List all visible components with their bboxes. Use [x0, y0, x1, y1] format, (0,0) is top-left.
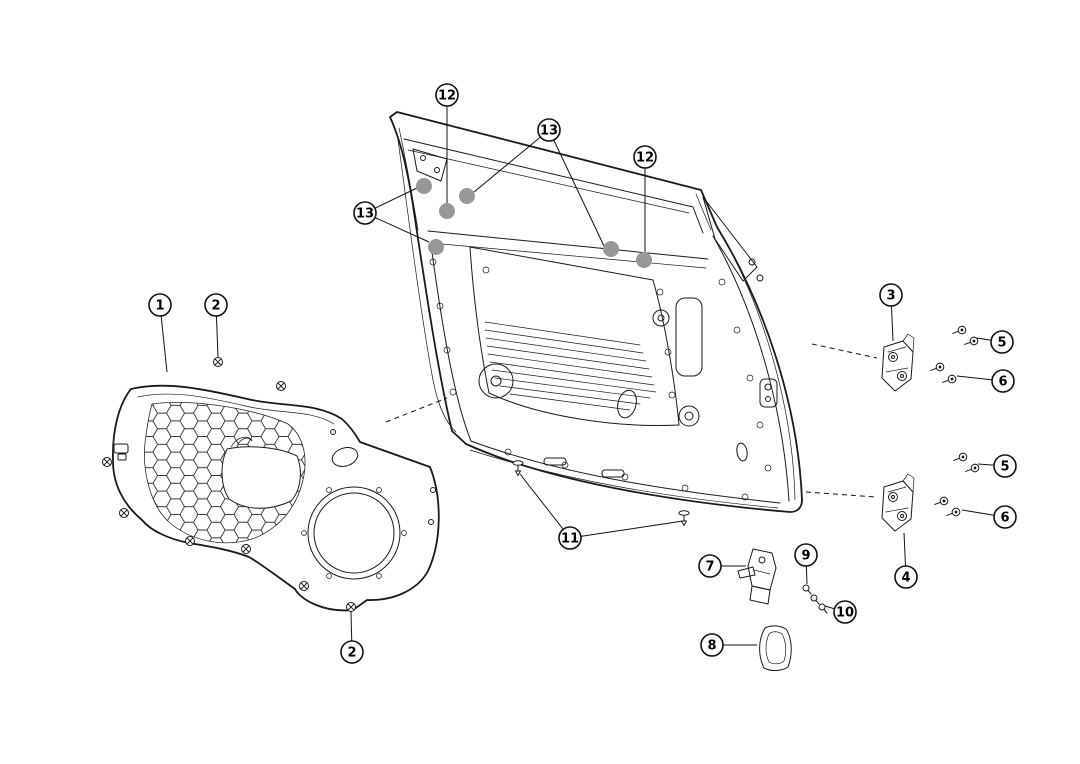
- assembly-dashed-line: [811, 343, 878, 359]
- small-screw-icon: [810, 594, 820, 605]
- callout-number: 7: [705, 560, 714, 575]
- exploded-view-art: [112, 111, 915, 671]
- door-shell: [389, 111, 803, 513]
- assembly-dashed-line: [805, 491, 877, 498]
- callout-12: 12: [435, 83, 459, 107]
- bolt-icon: [942, 374, 957, 384]
- callout-11: 11: [558, 526, 582, 550]
- upper-hinge: [881, 333, 915, 392]
- screw-icon: [299, 581, 309, 591]
- inner-door-panel: [112, 384, 440, 612]
- callout-2: 2: [204, 293, 228, 317]
- screw-icon: [213, 357, 223, 367]
- screw-icon: [241, 544, 251, 554]
- screw-icon: [102, 457, 112, 467]
- door-holes: [429, 258, 772, 501]
- callout-number: 12: [438, 89, 456, 104]
- callout-leader: [548, 129, 605, 247]
- callout-number: 8: [707, 639, 716, 654]
- screw-icon: [276, 381, 286, 391]
- screw-icon: [185, 536, 195, 546]
- grommet-icon: [416, 178, 432, 194]
- callout-number: 12: [636, 151, 654, 166]
- small-screw-icon: [802, 584, 812, 595]
- door-check-strap: [737, 548, 777, 605]
- callout-6: 6: [991, 369, 1015, 393]
- bolt-icon: [953, 452, 968, 462]
- callout-number: 9: [801, 549, 810, 564]
- callout-9: 9: [794, 543, 818, 567]
- callout-leader: [569, 520, 684, 539]
- callout-number: 2: [347, 646, 356, 661]
- callout-number: 2: [211, 299, 220, 314]
- callout-13: 13: [353, 201, 377, 225]
- callout-13: 13: [537, 118, 561, 142]
- bolt-icon: [964, 336, 979, 346]
- callout-7: 7: [698, 554, 722, 578]
- callout-number: 1: [155, 299, 164, 314]
- check-strap-cover: [759, 625, 792, 671]
- bolt-icon: [952, 325, 967, 335]
- callout-6: 6: [993, 505, 1017, 529]
- callout-number: 5: [997, 336, 1006, 351]
- grommet-icon: [439, 203, 455, 219]
- callout-5: 5: [993, 454, 1017, 478]
- callout-number: 11: [561, 532, 579, 547]
- trim-plug-icon: [512, 460, 524, 477]
- grommet-icon: [603, 241, 619, 257]
- callout-leader: [473, 129, 550, 193]
- grommet-icon: [428, 239, 444, 255]
- callout-leader: [519, 473, 571, 539]
- callout-number: 13: [356, 207, 374, 222]
- callout-8: 8: [700, 633, 724, 657]
- callout-number: 13: [540, 124, 558, 139]
- callout-number: 4: [901, 571, 910, 586]
- bolt-icon: [965, 463, 980, 473]
- screw-icon: [119, 508, 129, 518]
- bolt-icon: [946, 507, 961, 517]
- bolt-icon: [934, 496, 949, 506]
- assembly-dashed-line: [385, 397, 448, 423]
- callout-2: 2: [340, 640, 364, 664]
- trim-plug-icon: [678, 510, 690, 527]
- callout-number: 6: [998, 375, 1007, 390]
- callout-number: 10: [836, 606, 854, 621]
- callout-4: 4: [894, 565, 918, 589]
- callout-number: 5: [1000, 460, 1009, 475]
- callout-number: 3: [886, 289, 895, 304]
- grommet-icon: [459, 188, 475, 204]
- callout-3: 3: [879, 283, 903, 307]
- lower-hinge: [881, 473, 915, 532]
- small-screw-icon: [818, 603, 828, 614]
- grommet-icon: [636, 252, 652, 268]
- callout-number: 6: [1000, 511, 1009, 526]
- callout-5: 5: [990, 330, 1014, 354]
- bolt-icon: [930, 362, 945, 372]
- callout-1: 1: [148, 293, 172, 317]
- screw-icon: [346, 602, 356, 612]
- callout-10: 10: [833, 600, 857, 624]
- callout-12: 12: [633, 145, 657, 169]
